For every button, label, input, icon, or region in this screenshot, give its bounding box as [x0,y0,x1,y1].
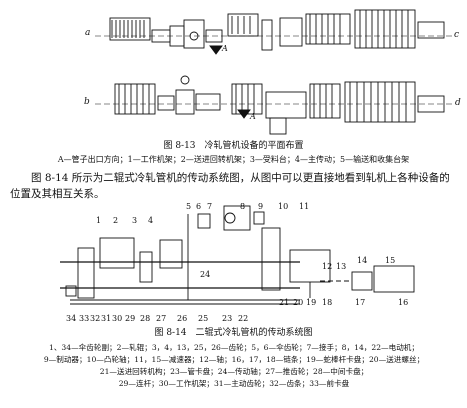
label-7: 7 [207,202,213,211]
label-29: 29 [125,314,136,323]
label-5: 5 [186,202,192,211]
label-31: 31 [101,314,112,323]
label-33: 33 [79,314,90,323]
fig13-letter-c: c [454,30,460,40]
label-32: 32 [90,314,101,323]
fig13-title: 图 8-13 冷轧管机设备的平面布置 [163,141,304,151]
label-27: 27 [156,314,167,323]
label-4: 4 [148,216,154,225]
fig13-letter-d: d [455,98,461,108]
label-10: 10 [278,202,289,211]
label-17: 17 [355,298,366,307]
body-paragraph: 图 8-14 所示为二辊式冷轧管机的传动系统图，从图中可以更直接地看到轧机上各种… [10,172,450,200]
label-22: 22 [238,314,249,323]
label-28: 28 [140,314,151,323]
label-2: 2 [113,216,119,225]
label-14: 14 [357,256,368,265]
label-9: 9 [258,202,264,211]
label-8: 8 [240,202,246,211]
fig14-legend-line-1: 1、34—伞齿轮副；2—轧辊；3，4，13，25，26—齿轮；5，6—伞齿轮；7… [49,343,419,352]
label-1: 1 [96,216,102,225]
label-19: 19 [306,298,317,307]
label-30: 30 [112,314,123,323]
label-34: 34 [66,314,77,323]
label-15: 15 [385,256,396,265]
fig14-title: 图 8-14 二辊式冷轧管机的传动系统图 [154,328,313,338]
label-12: 12 [322,262,333,271]
label-11: 11 [299,202,310,211]
label-18: 18 [322,298,333,307]
fig13-letter-A-upper: A [222,44,228,53]
fig13-letter-A-lower: A [250,112,256,121]
fig13-letter-b: b [84,97,90,107]
label-24: 24 [200,270,211,279]
label-16: 16 [398,298,409,307]
fig13-letter-a: a [85,28,91,38]
fig14-legend-line-3: 21—送进回转机构；23—管卡盘；24—传动轴；27—推齿轮；28—中间卡盘； [99,367,369,376]
label-13: 13 [336,262,347,271]
label-20: 20 [293,298,304,307]
label-23: 23 [222,314,233,323]
fig14-legend-line-4: 29—连杆；30—工作机架；31—主动齿轮；32—齿条；33—前卡盘 [118,379,350,388]
label-26: 26 [177,314,188,323]
label-25: 25 [198,314,209,323]
fig13-legend: A—管子出口方向；1—工作机架；2—送进回转机架；3—受料台；4—主传动；5—输… [57,155,410,164]
fig14-legend: 1、34—伞齿轮副；2—轧辊；3，4，13，25，26—齿轮；5，6—伞齿轮；7… [14,342,454,390]
label-21: 21 [279,298,290,307]
fig14-legend-line-2: 9—制动器；10—凸轮轴；11，15—减速器；12—轴；16，17，18—链条；… [43,355,425,364]
label-6: 6 [196,202,202,211]
label-3: 3 [132,216,138,225]
